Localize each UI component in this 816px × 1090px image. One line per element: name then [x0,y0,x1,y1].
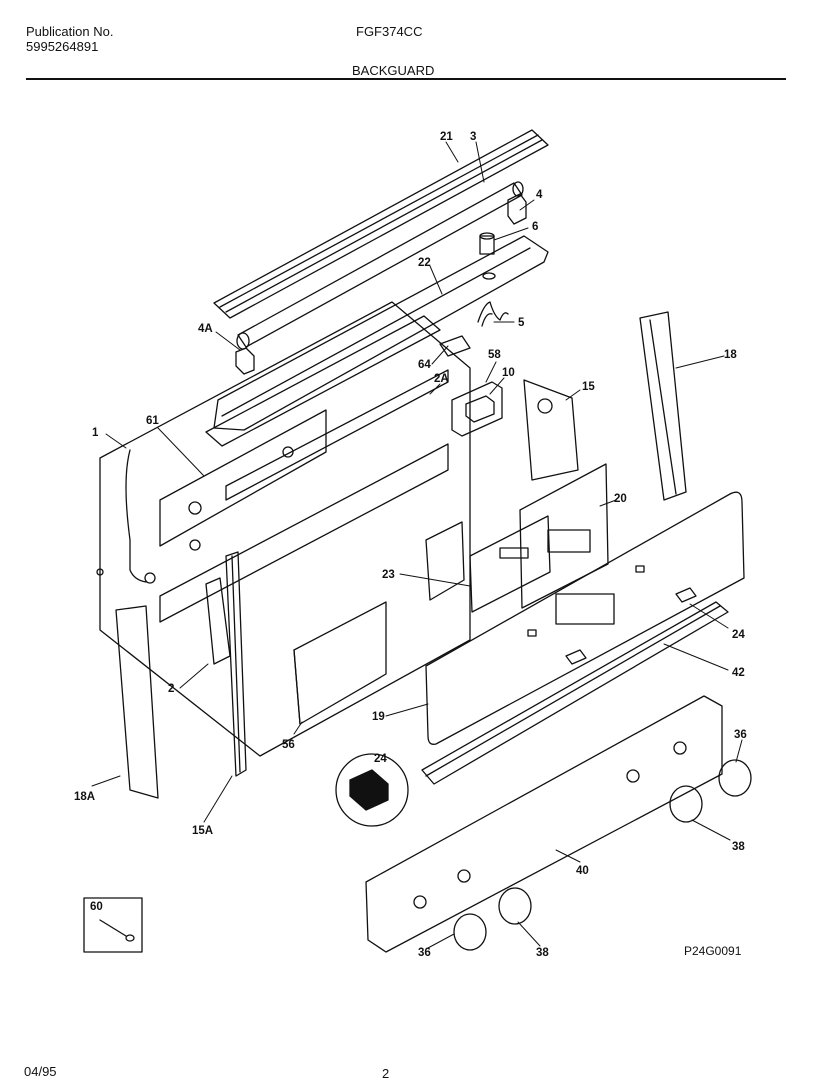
model-number: FGF374CC [356,24,423,39]
callout-23: 23 [382,569,395,581]
leader-lines [91,141,743,949]
callout-labels: 21 3 4 6 22 5 4A 64 58 10 2A 15 18 1 61 … [74,131,747,959]
inner-panel [159,409,327,551]
footer-page-number: 2 [382,1066,390,1081]
callout-20: 20 [614,493,627,505]
footer-date: 04/95 [24,1064,57,1079]
callout-64: 64 [418,359,431,371]
callout-38-left: 38 [536,947,549,959]
trim-strip [421,601,729,785]
control-knobs [453,759,752,951]
switch-detail-circle [335,753,409,827]
header-rule [26,78,786,80]
end-cap-left [115,605,159,799]
end-cap-right [639,311,687,501]
callout-2: 2 [168,683,174,695]
drawing-code: P24G0091 [684,944,742,958]
side-trim-right [523,379,579,481]
callout-61: 61 [146,415,159,427]
callout-15: 15 [582,381,595,393]
callout-2a: 2A [434,373,449,385]
publication-number: 5995264891 [26,39,99,54]
ballast-wires [477,301,509,327]
callout-21: 21 [440,131,453,143]
callout-4: 4 [536,189,543,201]
lamp-holder [235,193,527,375]
control-panel [365,695,723,953]
callout-19: 19 [372,711,385,723]
callout-24-detail: 24 [374,753,387,765]
callout-58: 58 [488,349,501,361]
callout-18: 18 [724,349,737,361]
side-trim-left [225,551,247,777]
clock-timer [519,463,609,609]
backguard-panel [425,491,745,745]
publication-label: Publication No. [26,24,114,39]
callout-5: 5 [518,317,525,329]
relay-block [451,381,503,437]
callout-10: 10 [502,367,515,379]
callout-15a: 15A [192,825,213,837]
starter [479,232,496,280]
fluorescent-tube [236,181,524,350]
rocker-switch [565,587,697,665]
top-trim-strip [213,129,549,319]
callout-22: 22 [418,257,431,269]
callout-56: 56 [282,739,295,751]
callout-6: 6 [532,221,538,233]
callout-3: 3 [470,131,476,143]
callout-24-upper: 24 [732,629,745,641]
callout-18a: 18A [74,791,95,803]
callout-36-left: 36 [418,947,431,959]
callout-36-right: 36 [734,729,747,741]
callout-42: 42 [732,667,745,679]
heat-shield [293,601,387,725]
callout-40: 40 [576,865,589,877]
screw-inset [83,897,143,953]
back-panel [96,301,471,757]
section-title: BACKGUARD [352,63,435,78]
lower-panel [159,443,449,623]
clip [439,335,471,357]
callout-4a: 4A [198,323,213,335]
control-bracket [425,515,551,613]
callout-60: 60 [90,901,103,913]
end-bracket-left [205,577,231,665]
callout-38-right: 38 [732,841,745,853]
switch-bracket [205,315,449,501]
callout-1: 1 [92,427,99,439]
